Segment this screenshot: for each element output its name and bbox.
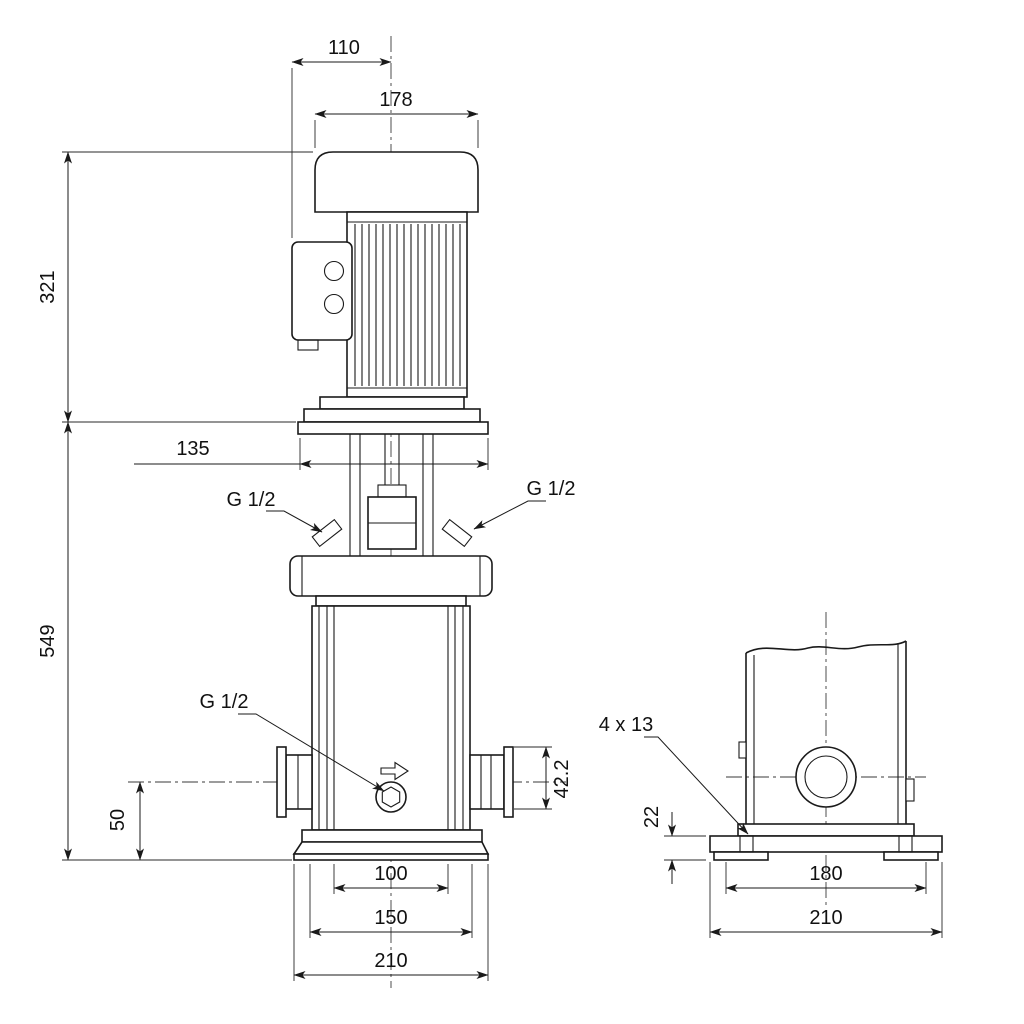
label-port-right: G 1/2 — [527, 478, 576, 500]
dim-base-height: 22 — [641, 806, 663, 828]
side-base-plate — [709, 835, 943, 853]
pump-head-lip — [315, 595, 467, 607]
dim-motor-width: 178 — [379, 89, 412, 111]
side-clip-left — [738, 741, 747, 759]
dim-motor-cap-width: 110 — [328, 37, 360, 59]
right-port-rings — [480, 755, 492, 809]
dim-base-width-front: 210 — [374, 950, 407, 972]
side-base-pad-left — [713, 851, 769, 861]
drain-plug-hex — [381, 786, 401, 808]
lantern — [297, 396, 489, 556]
nameplate-clip — [905, 778, 915, 802]
left-port-pipe — [285, 754, 313, 810]
side-base-step — [737, 823, 915, 837]
ports — [276, 746, 514, 818]
flow-direction-arrow — [380, 761, 410, 781]
ext-22 — [664, 835, 706, 861]
left-port-flange — [276, 746, 287, 818]
leader-g12-right — [473, 500, 546, 530]
base-neck — [301, 829, 483, 843]
dim-head-width: 135 — [176, 438, 209, 460]
label-port-left: G 1/2 — [227, 489, 276, 511]
break-line — [745, 640, 907, 654]
lantern-stanchions — [349, 434, 434, 556]
base-flare — [292, 841, 490, 855]
dim-base-width-side: 210 — [809, 907, 842, 929]
side-body-inner-lines — [753, 643, 899, 824]
dimension-labels: 110 178 321 549 135 G 1/2 G 1/2 G 1/2 50… — [37, 37, 843, 972]
ext-178 — [314, 120, 479, 148]
ext-210-side — [709, 862, 943, 938]
side-port-bore — [804, 755, 848, 799]
front-base — [292, 829, 490, 861]
dim-inlet-height: 50 — [107, 809, 129, 831]
motor-cooling-fins — [354, 224, 461, 386]
dim-motor-height: 321 — [37, 270, 59, 303]
dim-port-offset: 42.2 — [551, 760, 573, 799]
lantern-top-plate — [297, 421, 489, 435]
leader-drain — [238, 713, 385, 792]
ext-210-front — [293, 864, 489, 981]
vent-plug-right — [441, 518, 473, 548]
label-bolt-holes: 4 x 13 — [599, 714, 653, 736]
ext-150 — [309, 864, 473, 938]
leader-g12-left — [266, 510, 323, 533]
right-port-pipe — [469, 754, 505, 810]
terminal-box-gland-top — [323, 260, 345, 282]
dim-pump-height: 549 — [37, 624, 59, 657]
label-drain-port: G 1/2 — [200, 691, 249, 713]
motor-body — [346, 211, 468, 398]
terminal-box — [291, 241, 353, 341]
ext-135 — [299, 438, 489, 470]
dimension-lines — [64, 58, 943, 979]
dim-bolt-spacing: 180 — [809, 863, 842, 885]
bolt-hole-right — [898, 835, 913, 853]
motor — [291, 151, 479, 398]
motor-fan-cover — [314, 151, 479, 213]
vent-plug-left — [311, 518, 343, 548]
right-port-flange — [503, 746, 514, 818]
base-foot — [293, 853, 489, 861]
terminal-box-gland-bottom — [323, 293, 345, 315]
side-view — [709, 640, 943, 861]
staybolts — [318, 606, 464, 830]
dim-base-bolt-width: 150 — [374, 907, 407, 929]
terminal-box-tab — [297, 339, 319, 351]
pump-head-flange — [289, 555, 493, 597]
motor-flange — [303, 408, 481, 423]
leader-bolt-holes — [644, 736, 749, 835]
dim-base-inner-width: 100 — [374, 863, 407, 885]
front-view — [276, 151, 514, 861]
coupling-hub — [377, 484, 407, 498]
bolt-hole-left — [739, 835, 754, 853]
pump-head-flange-ticks — [301, 556, 481, 596]
motor-foot — [319, 396, 465, 410]
side-base-pad-right — [883, 851, 939, 861]
